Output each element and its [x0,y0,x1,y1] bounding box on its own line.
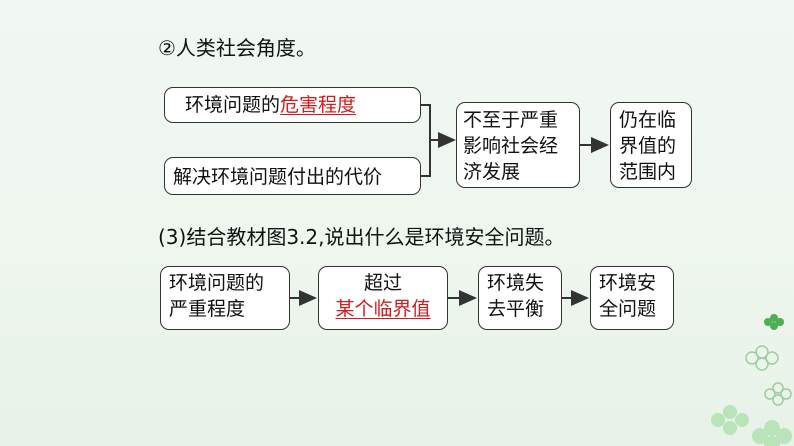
box-solution-cost: 解决环境问题付出的代价 [164,157,421,195]
box-imbalance: 环境失 去平衡 [478,266,562,330]
box-within-threshold: 仍在临 界值的 范围内 [610,102,692,188]
box-security-issue: 环境安 全问题 [590,266,674,330]
box-severity-line-2: 严重程度 [169,298,246,320]
box-hazard-prefix: 环境问题的 [185,94,281,116]
answer-threshold: 某个临界值 [335,298,431,320]
box-no-serious-impact: 不至于严重 影响社会经 济发展 [456,102,580,188]
box-hazard-degree: 环境问题的危害程度 [164,87,421,123]
box-security-issue-line-1: 环境安 [599,272,657,294]
box-no-serious-impact-line-2: 影响社会经 [463,135,559,157]
box-within-threshold-line-3: 范围内 [619,161,677,183]
box-solution-cost-text: 解决环境问题付出的代价 [173,166,383,188]
box-severity-line-1: 环境问题的 [169,272,265,294]
box-within-threshold-line-2: 界值的 [619,135,677,157]
box-exceed-threshold: 超过 某个临界值 [318,266,448,330]
box-imbalance-line-2: 去平衡 [487,298,545,320]
box-security-issue-line-2: 全问题 [599,298,657,320]
box-exceed-threshold-line-1: 超过 [363,272,402,294]
bracket-line [421,104,431,177]
heading-human-society-angle: ②人类社会角度。 [158,36,316,60]
clover-decoration-icon [711,314,792,446]
box-no-serious-impact-line-3: 济发展 [463,161,521,183]
answer-hazard-degree: 危害程度 [280,94,357,116]
box-severity: 环境问题的 严重程度 [160,266,290,330]
box-within-threshold-line-1: 仍在临 [619,109,677,131]
heading-question-3: (3)结合教材图3.2,说出什么是环境安全问题。 [158,225,565,249]
box-no-serious-impact-line-1: 不至于严重 [463,109,559,131]
box-imbalance-line-1: 环境失 [487,272,545,294]
